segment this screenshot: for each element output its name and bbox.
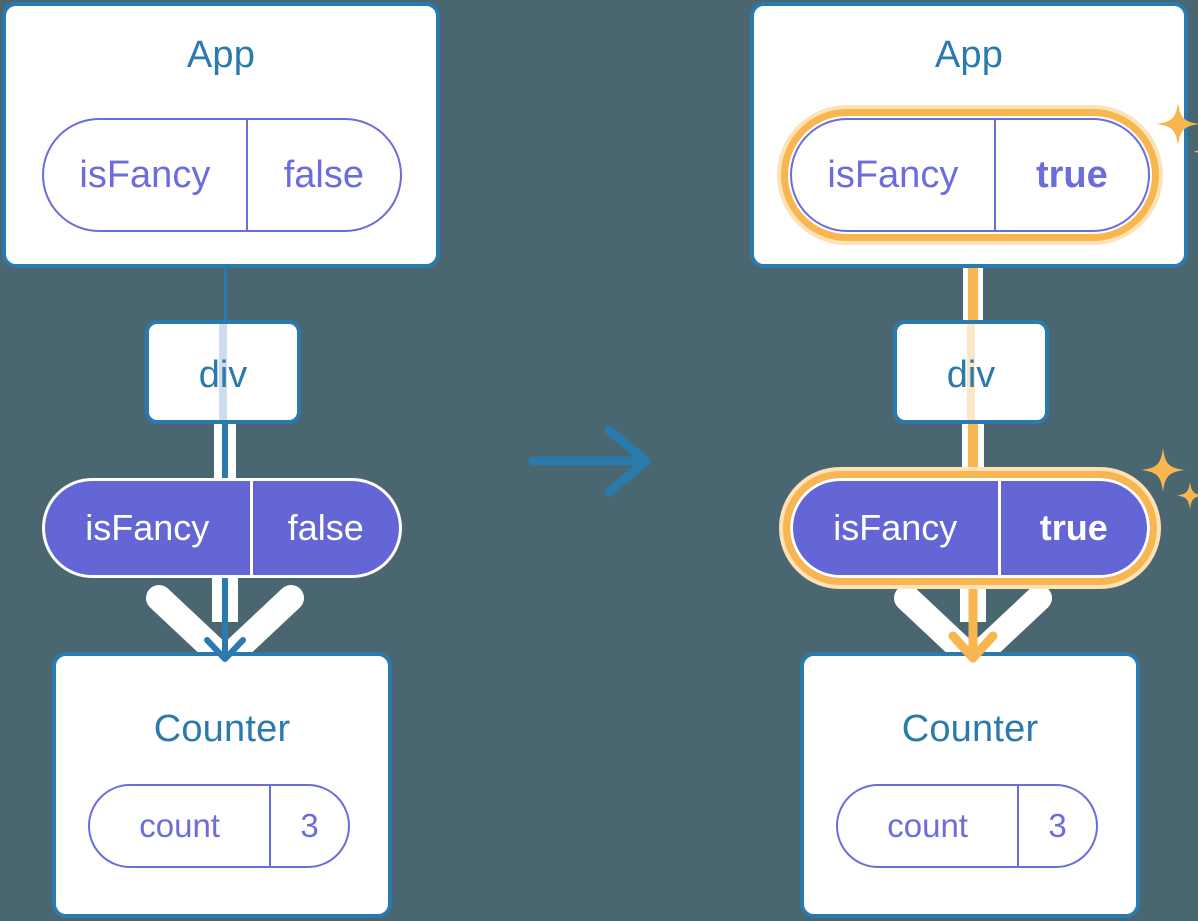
app-state-name-before: isFancy (79, 153, 211, 196)
counter-title-after: Counter (901, 708, 1039, 750)
div-thread-line-before (219, 324, 227, 420)
transition-arrow-icon (527, 424, 657, 498)
props-pill-after: isFancy true (790, 478, 1150, 578)
div-label-after: div (946, 354, 996, 396)
app-title-before: App (186, 34, 256, 76)
connector-app-to-div-before (223, 268, 227, 324)
app-state-pill-before: isFancy false (42, 118, 402, 232)
props-name-before: isFancy (85, 507, 210, 548)
sparkle-large-icon (1141, 448, 1185, 492)
connector-app-to-div-after (968, 232, 978, 326)
props-value-after: true (997, 481, 1148, 575)
counter-state-pill-before: count 3 (88, 784, 350, 868)
counter-title-before: Counter (153, 708, 291, 750)
app-title-after: App (934, 34, 1004, 76)
app-state-pill-after: isFancy true (790, 118, 1150, 232)
after-state-panel: App isFancy true div (748, 0, 1198, 921)
sparkle-small-icon (1193, 150, 1198, 153)
before-state-panel: App isFancy false div isFancy false (0, 0, 450, 921)
counter-state-pill-after: count 3 (836, 784, 1098, 868)
app-state-value-before: false (245, 120, 400, 230)
div-thread-line-after (967, 324, 975, 420)
counter-state-name-before: count (139, 807, 220, 844)
props-value-before: false (249, 481, 400, 575)
counter-state-name-after: count (887, 807, 968, 844)
props-flow-arrow-before (185, 562, 265, 670)
props-name-after: isFancy (833, 507, 958, 548)
connector-div-to-props-after (968, 420, 978, 492)
counter-state-value-before: 3 (269, 786, 348, 866)
connector-div-to-props-before (222, 420, 228, 492)
sparkle-small-icon (1177, 482, 1198, 509)
div-element-box-after: div (893, 320, 1049, 424)
div-element-box-before: div (145, 320, 301, 424)
counter-state-value-after: 3 (1017, 786, 1096, 866)
props-flow-arrow-after (933, 562, 1013, 670)
app-state-value-after: true (993, 120, 1148, 230)
props-pill-before: isFancy false (42, 478, 402, 578)
app-state-name-after: isFancy (827, 153, 959, 196)
div-label-before: div (198, 354, 248, 396)
